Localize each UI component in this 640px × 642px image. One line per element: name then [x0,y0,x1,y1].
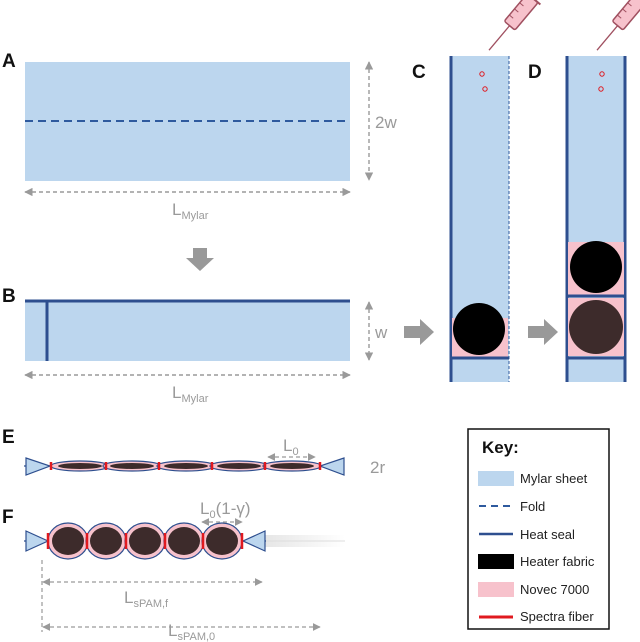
heater-fabric-c [453,303,505,355]
heater-f-2 [90,527,122,555]
key-swatch-mylar [478,471,514,486]
label-l-mylar-a: LMylar [172,200,209,222]
droplet-d-2 [598,86,604,92]
label-l-spam-0: LsPAM,0 [168,621,215,642]
label-w: w [374,323,388,342]
key-item-novec: Novec 7000 [478,582,589,597]
label-l0: L0 [283,436,299,458]
label-l-mylar-b: LMylar [172,383,209,405]
label-l0-gamma: L0(1-γ) [200,499,251,521]
end-cap-e-right [318,457,345,476]
key-item-fold: Fold [479,499,545,514]
key-label-heater: Heater fabric [520,554,595,569]
key-item-spectra-fiber: Spectra fiber [479,609,594,624]
end-cap-f-left [25,530,50,552]
key-label-mylar: Mylar sheet [520,471,588,486]
panel-f: F L0(1-γ) LsPAM,f LsPAM,0 [2,499,345,642]
panel-letter-a: A [2,51,16,72]
panel-letter-e: E [2,427,15,448]
key-label-fold: Fold [520,499,545,514]
label-2w: 2w [375,113,397,132]
panel-e: E L0 2r [2,427,385,477]
key-legend: Key: Mylar sheet Fold Heat seal Heater f… [467,428,610,630]
mylar-sheet-b [25,301,350,361]
syringe-icon [488,0,542,51]
right-arrow-icon-c-d [528,319,558,345]
label-2r: 2r [370,458,385,477]
key-item-mylar-sheet: Mylar sheet [478,471,588,486]
key-item-heat-seal: Heat seal [479,527,575,542]
panel-c: C [412,0,542,382]
heater-fabric-d-lower [569,300,623,354]
label-l-spam-f: LsPAM,f [124,588,169,610]
panel-letter-c: C [412,62,426,83]
heater-f-4 [168,527,200,555]
end-cap-f-right [241,530,266,552]
heater-f-5 [206,527,238,555]
key-swatch-heater [478,554,514,569]
panel-b: B w LMylar [2,286,388,405]
syringe-icon [596,0,640,51]
down-arrow-icon [186,248,214,271]
panel-a: A 2w LMylar [2,51,397,222]
heater-f-3 [129,527,161,555]
heater-e-5 [270,463,314,469]
segments-f [46,522,244,560]
key-swatch-novec [478,582,514,597]
panel-letter-d: D [528,62,542,83]
end-cap-e-left [25,457,52,476]
key-title: Key: [482,438,519,457]
key-label-novec: Novec 7000 [520,582,589,597]
panel-letter-f: F [2,507,14,528]
heater-e-4 [217,463,261,469]
droplet-c-1 [479,71,485,77]
segments-e [49,460,322,472]
heater-e-1 [58,463,102,469]
right-arrow-icon-b-c [404,319,434,345]
key-label-heat-seal: Heat seal [520,527,575,542]
droplet-d-1 [599,71,605,77]
droplet-c-2 [482,86,488,92]
heater-f-1 [52,527,84,555]
key-label-spectra: Spectra fiber [520,609,594,624]
heater-fabric-d-upper [570,241,622,293]
key-item-heater-fabric: Heater fabric [478,554,595,569]
panel-letter-b: B [2,286,16,307]
heater-e-3 [164,463,208,469]
heater-e-2 [110,463,154,469]
panel-d: D [528,0,640,382]
